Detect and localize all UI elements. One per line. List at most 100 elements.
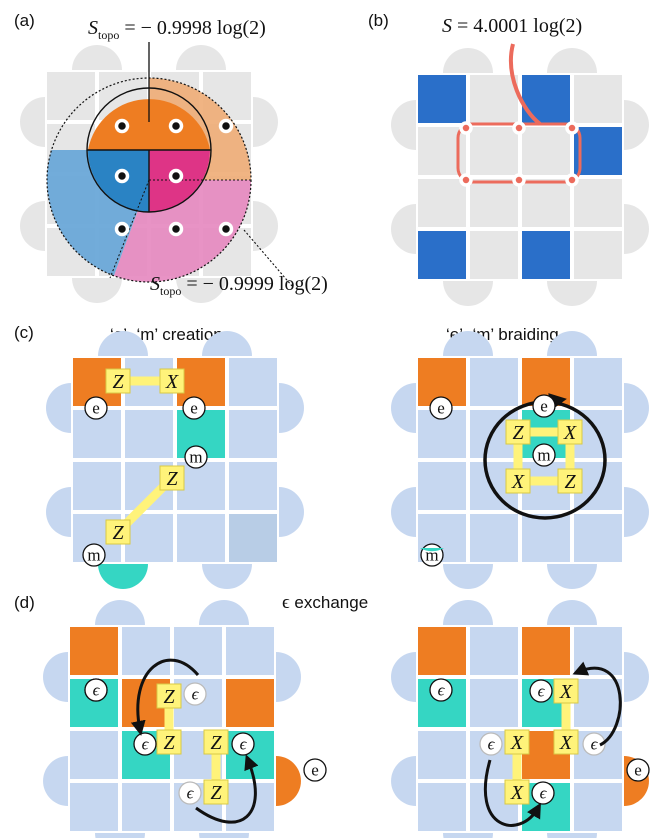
- lattice-cap: [98, 564, 148, 589]
- lattice-cap: [624, 652, 649, 702]
- operator-box: [105, 368, 131, 394]
- anyon-e: [182, 396, 206, 420]
- lattice-tile: [125, 410, 173, 458]
- lattice-tile: [70, 783, 118, 831]
- panel-a: (a) Stopo = − 0.9998 log(2) Stopo = − 0.…: [14, 11, 328, 303]
- lattice-tile: [73, 462, 121, 510]
- anyon-symbol: m: [189, 448, 202, 467]
- lattice-cap: [95, 600, 145, 625]
- spin-dot: [565, 173, 579, 187]
- anyon-symbol: ϵ: [240, 735, 248, 754]
- ghost-anyon: [183, 682, 207, 706]
- lattice-tile: [470, 358, 518, 406]
- lattice-cap: [72, 45, 122, 70]
- lattice-tile: [418, 179, 466, 227]
- anyon-symbol: ϵ: [192, 685, 200, 704]
- panel-b-label: (b): [368, 11, 389, 30]
- lattice-tile: [177, 358, 225, 406]
- anyon-epsilon: [231, 732, 255, 756]
- lattice-cap: [43, 756, 68, 806]
- operator-z: Z: [163, 686, 175, 708]
- spin-dot: [114, 221, 130, 237]
- anyon-symbol: e: [92, 399, 100, 418]
- lattice-cap: [279, 487, 304, 537]
- lattice-cap: [443, 281, 493, 306]
- lattice-tile: [574, 358, 622, 406]
- lattice-tile: [226, 627, 274, 675]
- anyon-symbol: m: [537, 446, 550, 465]
- lattice-cap: [98, 331, 148, 356]
- anyon-symbol: ϵ: [538, 682, 546, 701]
- lattice-tile: [574, 231, 622, 279]
- operator-box: [557, 419, 583, 445]
- lattice-cap: [202, 564, 252, 589]
- anyon-e: [532, 394, 556, 418]
- lattice-cap: [547, 564, 597, 589]
- operator-x: X: [511, 471, 525, 493]
- operator-box: [553, 729, 579, 755]
- formula-topo-2: Stopo = − 0.9999 log(2): [150, 273, 328, 298]
- operator-z: Z: [112, 371, 124, 393]
- lattice-tile: [574, 783, 622, 831]
- anyon-e: [84, 396, 108, 420]
- lattice-tile: [574, 679, 622, 727]
- lattice-tile: [418, 462, 466, 510]
- region-orange: [88, 99, 210, 150]
- exchange-arrow: [483, 759, 541, 827]
- spin-dot: [114, 168, 130, 184]
- anyon-m: [184, 445, 208, 469]
- lattice-tile: [522, 627, 570, 675]
- lattice-cap: [391, 100, 416, 150]
- lattice-tile: [229, 514, 277, 562]
- spin-dot: [168, 118, 184, 134]
- lattice-tile: [574, 127, 622, 175]
- lattice-cap: [95, 833, 145, 838]
- lattice-cap: [279, 383, 304, 433]
- spin-dot: [168, 221, 184, 237]
- spin-dot: [168, 168, 184, 184]
- lattice-tile: [418, 75, 466, 123]
- lattice-cap: [20, 97, 45, 147]
- anyon-symbol: e: [311, 761, 319, 780]
- operator-box: [159, 465, 185, 491]
- lattice-cap: [420, 548, 444, 552]
- anyon-symbol: ϵ: [93, 681, 101, 700]
- anyon-symbol: ϵ: [438, 681, 446, 700]
- lattice-tile: [47, 72, 95, 120]
- lattice-cap: [176, 278, 226, 303]
- operator-x: X: [510, 732, 524, 754]
- panel-d-operators: ϵϵZZZZϵϵϵϵeϵXXXXϵϵϵϵe: [84, 658, 650, 827]
- spin-dot: [512, 121, 526, 135]
- lattice-cap: [624, 204, 649, 254]
- spin-dot: [114, 118, 130, 134]
- lattice-cap: [443, 48, 493, 73]
- operator-z: Z: [163, 732, 175, 754]
- panel-b-spins: [459, 121, 579, 187]
- lattice-cap: [276, 756, 301, 806]
- lattice-cap: [624, 487, 649, 537]
- anyon-epsilon: [429, 678, 453, 702]
- lattice-tile: [470, 231, 518, 279]
- lattice-tile: [574, 514, 622, 562]
- lattice-tile: [229, 462, 277, 510]
- lattice-cap: [624, 100, 649, 150]
- exchange-arrow: [572, 661, 622, 747]
- panel-a-label: (a): [14, 11, 35, 30]
- spin-dot: [459, 121, 473, 135]
- lattice-tile: [522, 179, 570, 227]
- panel-d-label: (d): [14, 593, 35, 612]
- lattice-tile: [418, 627, 466, 675]
- lattice-tile: [122, 783, 170, 831]
- anyon-e: [429, 396, 453, 420]
- operator-x: X: [559, 681, 573, 703]
- lattice-tile: [70, 731, 118, 779]
- lattice-cap: [547, 48, 597, 73]
- lattice-tile: [470, 127, 518, 175]
- panel-d: (d) ϵ exchange ϵϵZZZZϵϵϵϵeϵXXXXϵϵϵϵe: [14, 592, 650, 838]
- lattice-cap: [624, 383, 649, 433]
- operator-z: Z: [512, 422, 524, 444]
- lattice-tile: [470, 627, 518, 675]
- operator-box: [505, 419, 531, 445]
- lattice-cap: [199, 833, 249, 838]
